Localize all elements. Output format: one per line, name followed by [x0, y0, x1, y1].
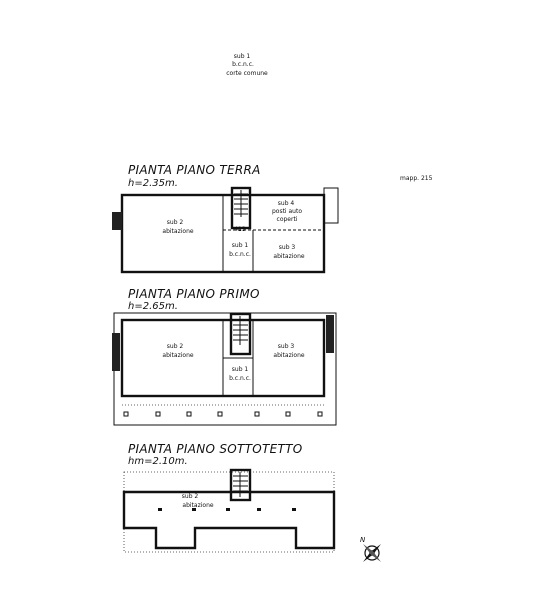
- first-floor-plan: PIANTA PIANO PRIMO h=2.65m.: [112, 287, 337, 426]
- first-sub3-label: sub 3: [278, 343, 295, 350]
- ground-stair-treads: [234, 190, 248, 217]
- ground-sub4-use2: coperti: [277, 216, 298, 223]
- ground-floor-height: h=2.35m.: [128, 178, 178, 189]
- attic-floor-title: PIANTA PIANO SOTTOTETTO: [128, 442, 303, 456]
- mapp-label: mapp. 215: [400, 175, 433, 182]
- first-sub1-use: b.c.n.c.: [229, 375, 251, 382]
- ground-stair: [230, 186, 252, 230]
- top-note-corte: corte comune: [226, 70, 268, 77]
- first-stair-treads: [233, 316, 248, 345]
- first-stair: [229, 312, 252, 356]
- ground-sub3-label: sub 3: [279, 244, 296, 251]
- ground-floor-title: PIANTA PIANO TERRA: [128, 163, 261, 177]
- ground-stair-mark: 413: [234, 226, 246, 233]
- first-sub2-use: abitazione: [162, 352, 193, 359]
- attic-skylights: [158, 508, 296, 511]
- north-label: N: [360, 536, 366, 544]
- attic-floor-plan: PIANTA PIANO SOTTOTETTO hm=2.10m. sub 2 …: [122, 442, 336, 553]
- ground-sub1-label: sub 1: [232, 242, 249, 249]
- top-note-sub: sub 1: [234, 53, 251, 60]
- first-floor-title: PIANTA PIANO PRIMO: [128, 287, 260, 301]
- first-sub3-use: abitazione: [273, 352, 304, 359]
- first-floor-balcony-outline: [113, 312, 337, 426]
- ground-sub2-label: sub 2: [167, 219, 184, 226]
- ground-sub3-use: abitazione: [273, 253, 304, 260]
- top-note-bcnc: b.c.n.c.: [232, 61, 254, 68]
- attic-stair: [229, 468, 252, 502]
- first-sub1-label: sub 1: [232, 366, 249, 373]
- first-right-stair: [326, 315, 334, 353]
- attic-outline: [122, 490, 336, 550]
- ground-sub2-use: abitazione: [162, 228, 193, 235]
- attic-sub2-use: abitazione: [182, 502, 213, 509]
- first-sub2-label: sub 2: [167, 343, 184, 350]
- ground-sub1-use: b.c.n.c.: [229, 251, 251, 258]
- ground-sub4-use1: posti auto: [272, 208, 302, 215]
- north-arrow-icon: N: [360, 536, 381, 562]
- attic-sub2-label: sub 2: [182, 493, 199, 500]
- first-floor-height: h=2.65m.: [128, 301, 178, 312]
- attic-floor-height: hm=2.10m.: [128, 456, 188, 467]
- ground-left-steps: [112, 212, 122, 230]
- first-balcony-pillars: [123, 411, 323, 417]
- ground-floor-plan: PIANTA PIANO TERRA h=2.35m. 413 sub 2 ab…: [112, 163, 339, 274]
- ground-floor-porch: [323, 187, 339, 224]
- common-court-note: sub 1 b.c.n.c. corte comune: [226, 53, 268, 77]
- first-left-stair: [112, 333, 120, 371]
- attic-stair-treads: [233, 472, 248, 497]
- ground-sub4-label: sub 4: [278, 200, 295, 207]
